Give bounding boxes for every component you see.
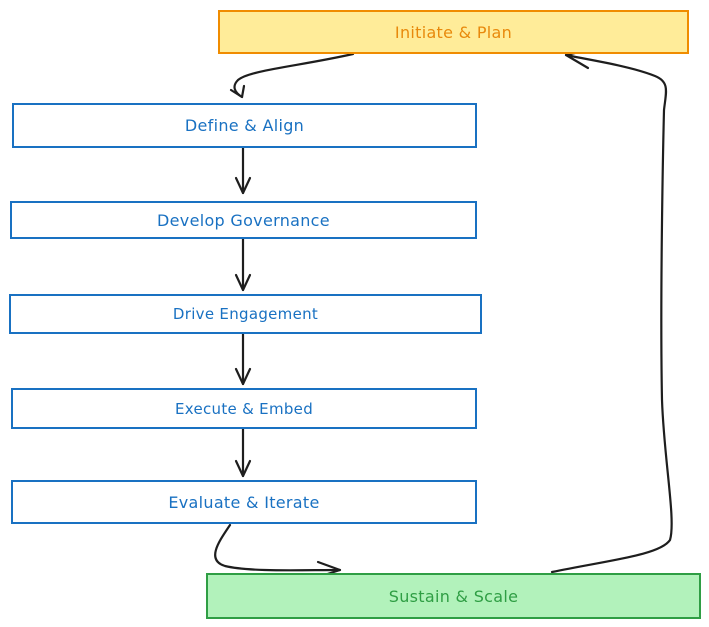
arrow-develop-to-drive [234,237,252,292]
node-develop-governance[interactable]: Develop Governance [10,201,477,239]
arrow-initiate-to-define [229,52,355,99]
node-drive-engagement[interactable]: Drive Engagement [9,294,482,334]
node-label: Evaluate & Iterate [168,492,320,512]
arrow-drive-to-execute [234,332,252,386]
node-label: Drive Engagement [172,305,319,323]
node-label: Sustain & Scale [388,586,519,606]
arrow-evaluate-to-sustain [214,523,342,579]
node-execute-embed[interactable]: Execute & Embed [11,388,477,429]
node-label: Define & Align [184,116,305,135]
arrow-sustain-to-initiate [550,48,673,574]
node-label: Initiate & Plan [394,22,513,42]
node-evaluate-iterate[interactable]: Evaluate & Iterate [11,480,477,524]
arrow-define-to-develop [234,146,252,195]
node-define-align[interactable]: Define & Align [12,103,477,148]
node-label: Develop Governance [157,210,330,230]
node-label: Execute & Embed [174,399,314,418]
node-sustain-scale[interactable]: Sustain & Scale [206,573,701,619]
node-initiate-plan[interactable]: Initiate & Plan [218,10,689,54]
arrow-execute-to-evaluate [234,427,252,478]
